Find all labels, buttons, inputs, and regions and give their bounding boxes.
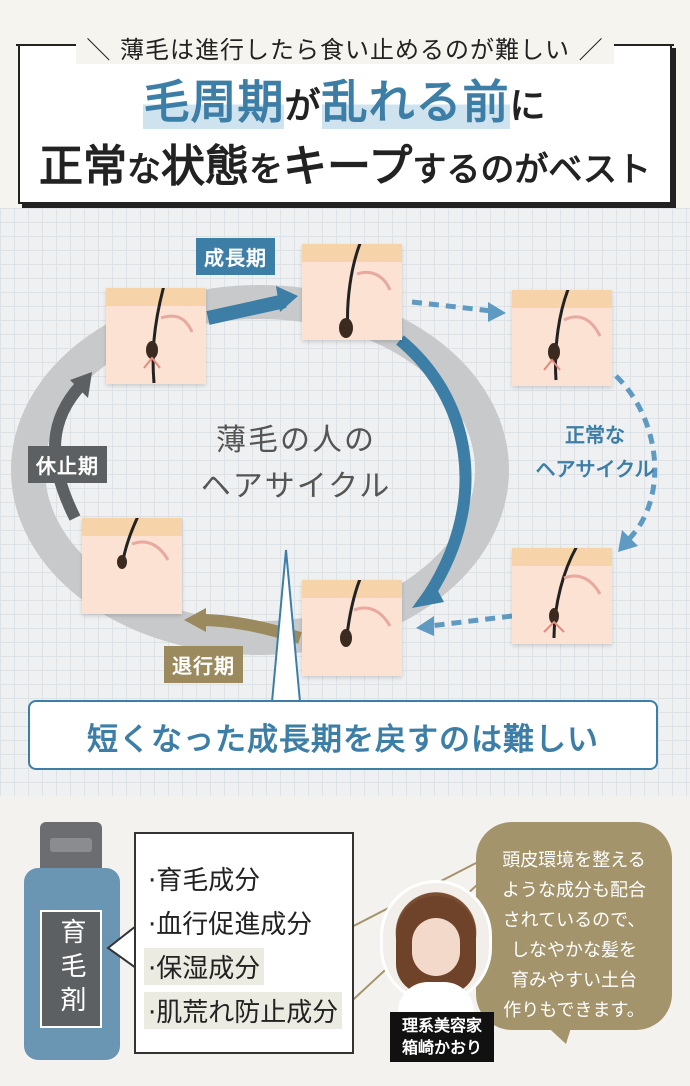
center-label-line-1: 薄毛の人の [216, 423, 376, 458]
label-growth-phase: 成長期 [196, 238, 275, 275]
comment-line: されているので、 [502, 910, 646, 931]
ingredient-item-highlighted: ·保湿成分 [144, 948, 265, 985]
kicker-rule-left [16, 44, 84, 46]
hair-follicle-tile-regression [302, 580, 402, 676]
ingredient-item: ·血行促進成分 [148, 910, 313, 940]
title-line-1: 毛周期が乱れる前に [143, 75, 547, 129]
callout-box [28, 700, 658, 770]
hair-follicle-tile-normal-regression [512, 548, 612, 644]
kicker-rule-right [606, 44, 674, 46]
expert-name: 箱崎かおり [401, 1038, 482, 1057]
callout-text: 短くなった成長期を戻すのは難しい [87, 722, 599, 758]
expert-avatar-face [412, 918, 460, 976]
label-regression-phase: 退行期 [164, 646, 243, 683]
shortened-growth-arrow [396, 335, 472, 597]
expert-title: 理系美容家 [401, 1016, 482, 1035]
normal-dashed-arrowhead-1 [488, 302, 506, 322]
ingredient-item: ·育毛成分 [148, 866, 261, 896]
normal-label-line-2: ヘアサイクル [535, 457, 655, 481]
growth-arrow [206, 294, 287, 325]
rest-arrow [49, 379, 87, 521]
normal-dashed-arrow-1 [411, 299, 493, 314]
rest-arrowhead [70, 372, 92, 398]
center-label: 薄毛の人の ヘアサイクル [186, 418, 406, 510]
title-line-2: 正常な状態をキープするのがベスト [38, 141, 652, 192]
hair-follicle-tile-normal-growth [512, 290, 612, 386]
hair-follicle-tile-rest [82, 518, 182, 614]
comment-line: 育みやすい土台 [511, 970, 637, 991]
expert-speech-bubble [476, 822, 672, 1030]
kicker-text: ＼ 薄毛は進行したら食い止めるのが難しい ／ [0, 30, 690, 65]
normal-cycle-label: 正常な ヘアサイクル [520, 418, 670, 486]
growth-arrowhead [276, 286, 298, 312]
hair-follicle-tile-early-growth [106, 288, 206, 384]
regression-arrowhead [184, 608, 206, 632]
expert-name-tag: 理系美容家 箱崎かおり [390, 1012, 494, 1062]
bottle-label: 育毛剤 [40, 910, 102, 1028]
normal-dashed-arrowhead-2 [618, 530, 638, 552]
ingredient-item-highlighted: ·肌荒れ防止成分 [144, 992, 343, 1029]
shortened-growth-arrowhead [412, 580, 444, 608]
comment-line: ような成分も配合 [502, 880, 646, 901]
list-pointer [106, 923, 137, 970]
normal-dashed-arrowhead-3 [416, 616, 434, 636]
expert-comment: 頭皮環境を整える ような成分も配合 されているので、 しなやかな髪を 育みやすい… [486, 846, 662, 1026]
center-label-line-2: ヘアサイクル [200, 469, 392, 504]
normal-dashed-arrow-3 [429, 613, 513, 629]
comment-line: 作りもできます。 [503, 1000, 645, 1021]
normal-dashed-arrow-2 [614, 374, 658, 542]
bottle-cap [40, 822, 102, 870]
comment-line: 頭皮環境を整える [502, 850, 646, 871]
label-rest-phase: 休止期 [28, 446, 107, 483]
hair-follicle-tile-growth [302, 244, 402, 340]
comment-line: しなやかな髪を [511, 940, 637, 961]
normal-label-line-1: 正常な [565, 423, 625, 447]
